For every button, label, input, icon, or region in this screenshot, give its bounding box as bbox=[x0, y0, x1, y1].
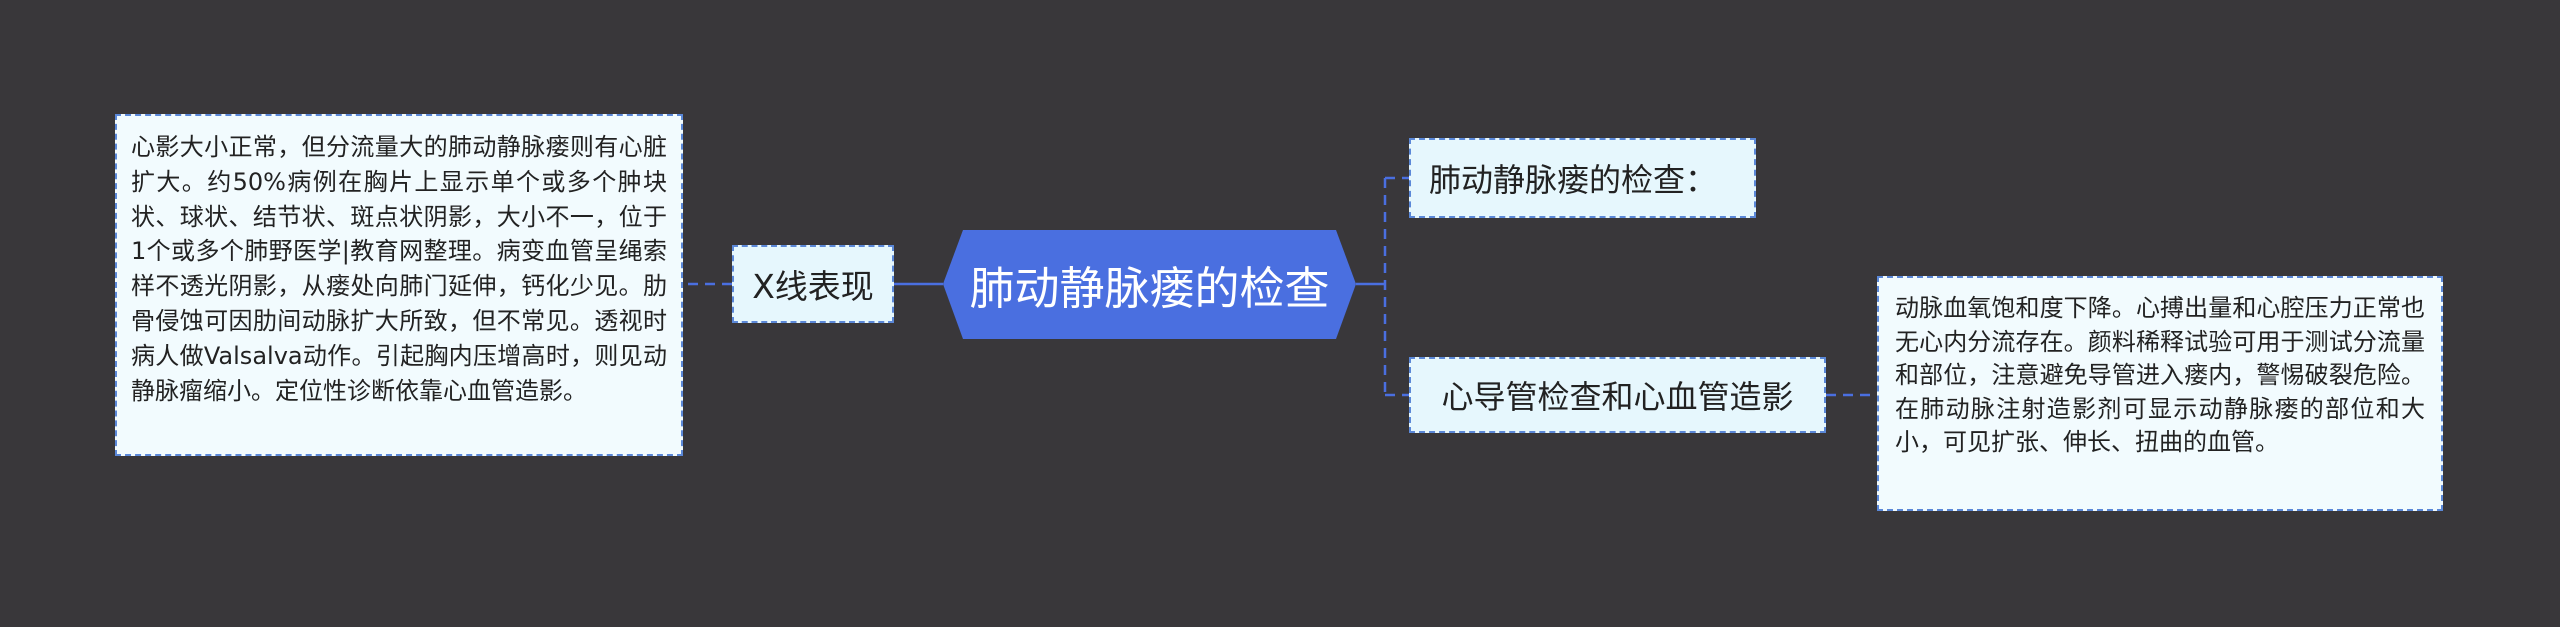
topic-examination-label: 肺动静脉瘘的检查： bbox=[1429, 161, 1718, 199]
topic-xray[interactable]: X线表现 bbox=[732, 245, 894, 323]
xray-findings-text: 心影大小正常，但分流量大的肺动静脉瘘则有心脏扩大。约50%病例在胸片上显示单个或… bbox=[131, 133, 667, 405]
catheterization-text: 动脉血氧饱和度下降。心搏出量和心腔压力正常也无心内分流存在。颜料稀释试验可用于测… bbox=[1895, 294, 2425, 456]
central-topic-label: 肺动静脉瘘的检查 bbox=[969, 262, 1330, 315]
topic-catheterization-label: 心导管检查和心血管造影 bbox=[1441, 378, 1794, 416]
topic-catheterization[interactable]: 心导管检查和心血管造影 bbox=[1409, 357, 1826, 433]
xray-findings-note: 心影大小正常，但分流量大的肺动静脉瘘则有心脏扩大。约50%病例在胸片上显示单个或… bbox=[115, 114, 683, 456]
catheterization-note: 动脉血氧饱和度下降。心搏出量和心腔压力正常也无心内分流存在。颜料稀释试验可用于测… bbox=[1877, 276, 2443, 511]
central-topic[interactable]: 肺动静脉瘘的检查 bbox=[943, 230, 1356, 339]
topic-examination[interactable]: 肺动静脉瘘的检查： bbox=[1409, 138, 1756, 218]
topic-xray-label: X线表现 bbox=[752, 267, 874, 306]
